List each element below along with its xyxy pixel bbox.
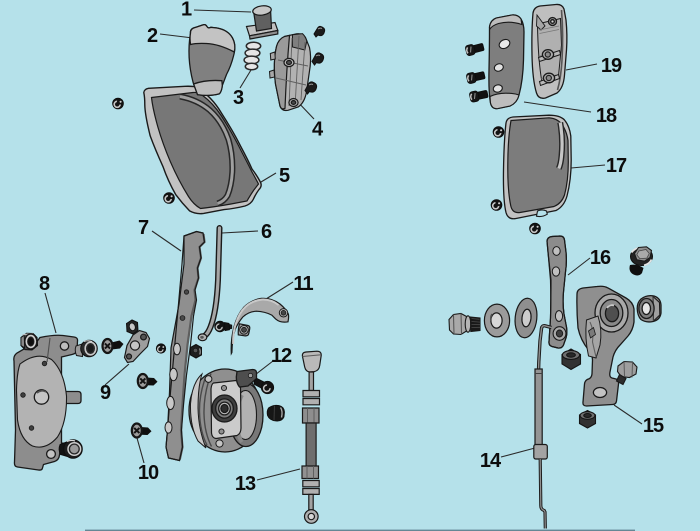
svg-text:17: 17 (606, 155, 627, 177)
svg-text:12: 12 (271, 345, 292, 367)
svg-text:2: 2 (147, 25, 158, 47)
svg-text:1: 1 (181, 0, 192, 21)
svg-text:10: 10 (138, 462, 159, 484)
svg-text:11: 11 (293, 273, 313, 295)
svg-text:18: 18 (596, 105, 617, 127)
svg-text:9: 9 (100, 382, 111, 404)
svg-text:6: 6 (261, 221, 272, 243)
svg-text:4: 4 (312, 119, 324, 141)
svg-text:8: 8 (39, 273, 50, 295)
svg-text:7: 7 (138, 217, 149, 239)
svg-text:16: 16 (590, 247, 611, 269)
svg-text:13: 13 (235, 473, 256, 495)
svg-text:14: 14 (480, 450, 502, 472)
svg-text:15: 15 (643, 415, 664, 437)
svg-text:5: 5 (279, 165, 290, 187)
svg-text:3: 3 (233, 87, 244, 109)
svg-text:19: 19 (601, 55, 622, 77)
